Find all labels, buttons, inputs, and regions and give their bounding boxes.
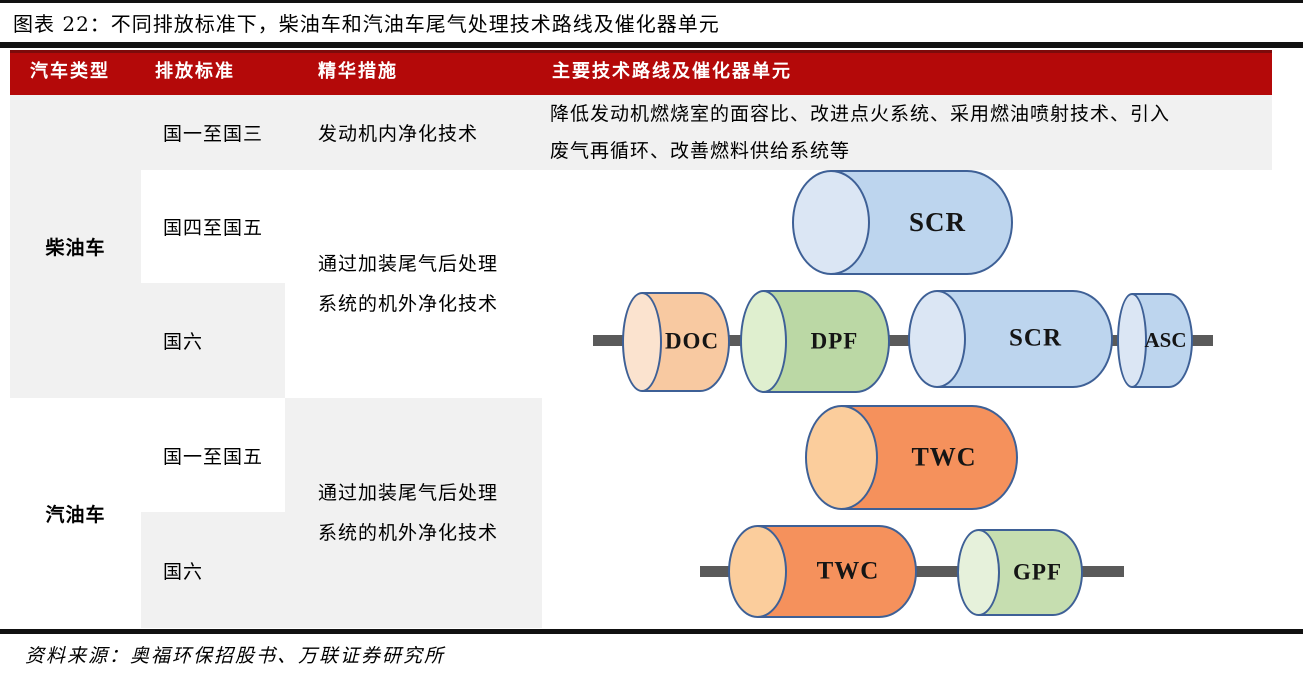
cylinder-cap (728, 525, 787, 618)
cell-standard-china1-3: 国一至国三 (163, 123, 264, 145)
gpf-label: GPF (1013, 558, 1062, 584)
dpf-cylinder: DPF (740, 290, 890, 393)
measure-line-1: 通过加装尾气后处理 (318, 253, 499, 275)
table-header-row (10, 50, 1272, 98)
scr-label: SCR (1008, 324, 1062, 352)
gpf-cylinder: GPF (957, 529, 1083, 616)
top-border-line (0, 0, 1303, 3)
asc-label: ASC (1144, 327, 1187, 352)
source-note: 资料来源：奥福环保招股书、万联证券研究所 (25, 645, 446, 667)
cell-measure-engine-internal: 发动机内净化技术 (318, 123, 479, 145)
row-shade (285, 398, 542, 628)
row-shade (141, 512, 285, 628)
twc-label: TWC (816, 556, 880, 584)
twc-cylinder: TWC (805, 405, 1018, 510)
cell-standard-china6-gasoline: 国六 (163, 560, 204, 583)
cylinder-cap (908, 290, 966, 388)
cell-route-description: 降低发动机燃烧室的面容比、改进点火系统、采用燃油喷射技术、引入 废气再循环、改善… (542, 95, 1272, 170)
cylinder-cap (792, 170, 870, 275)
emission-standards-table: 汽车类型 排放标准 精华措施 主要技术路线及催化器单元 柴油车 汽油车 国一至国… (10, 50, 1272, 628)
header-key-measure: 精华措施 (318, 61, 398, 82)
cylinder-cap (957, 529, 1000, 616)
cylinder-cap (805, 405, 878, 510)
row-shade (141, 283, 285, 398)
cylinder-cap (622, 292, 662, 392)
cylinder-cap (1117, 293, 1147, 388)
cylinder-body (763, 290, 890, 393)
route-line-1: 降低发动机燃烧室的面容比、改进点火系统、采用燃油喷射技术、引入 (550, 102, 1171, 125)
header-vehicle-type: 汽车类型 (30, 61, 110, 82)
cell-standard-china6-diesel: 国六 (163, 331, 204, 353)
cell-diesel-vehicle: 柴油车 (45, 237, 106, 259)
row-shade (10, 170, 141, 398)
doc-cylinder: DOC (622, 292, 730, 392)
cylinder-body (937, 290, 1113, 388)
bottom-border-line (0, 629, 1303, 634)
header-tech-route: 主要技术路线及催化器单元 (552, 61, 792, 82)
cell-gasoline-vehicle: 汽油车 (45, 503, 106, 526)
dpf-label: DPF (810, 327, 859, 353)
cell-standard-china1-5: 国一至国五 (163, 445, 264, 468)
cell-measure-aftertreatment-diesel: 通过加装尾气后处理 系统的机外净化技术 (285, 170, 542, 398)
measure-line-2: 系统的机外净化技术 (318, 293, 499, 315)
cell-measure-aftertreatment-gasoline: 通过加装尾气后处理 系统的机外净化技术 (285, 398, 542, 628)
measure-line-1: 通过加装尾气后处理 (318, 482, 499, 504)
figure-title: 图表 22：不同排放标准下，柴油车和汽油车尾气处理技术路线及催化器单元 (13, 12, 720, 36)
scr-assembly-cylinder: SCR (908, 290, 1113, 388)
twc-assembly-cylinder: TWC (728, 525, 917, 618)
cell-standard-china4-5: 国四至国五 (163, 217, 264, 239)
doc-label: DOC (664, 328, 720, 354)
exhaust-pipe (593, 335, 1213, 346)
route-line-2: 废气再循环、改善燃料供给系统等 (550, 139, 851, 162)
header-emission-standard: 排放标准 (155, 61, 235, 82)
row-shade (10, 95, 1272, 170)
scr-cylinder: SCR (792, 170, 1013, 275)
title-divider-line (0, 42, 1303, 48)
cylinder-cap (740, 290, 787, 393)
scr-label: SCR (908, 206, 966, 237)
measure-line-2: 系统的机外净化技术 (318, 522, 499, 544)
asc-cylinder: ASC (1117, 293, 1193, 388)
twc-label: TWC (911, 441, 977, 471)
